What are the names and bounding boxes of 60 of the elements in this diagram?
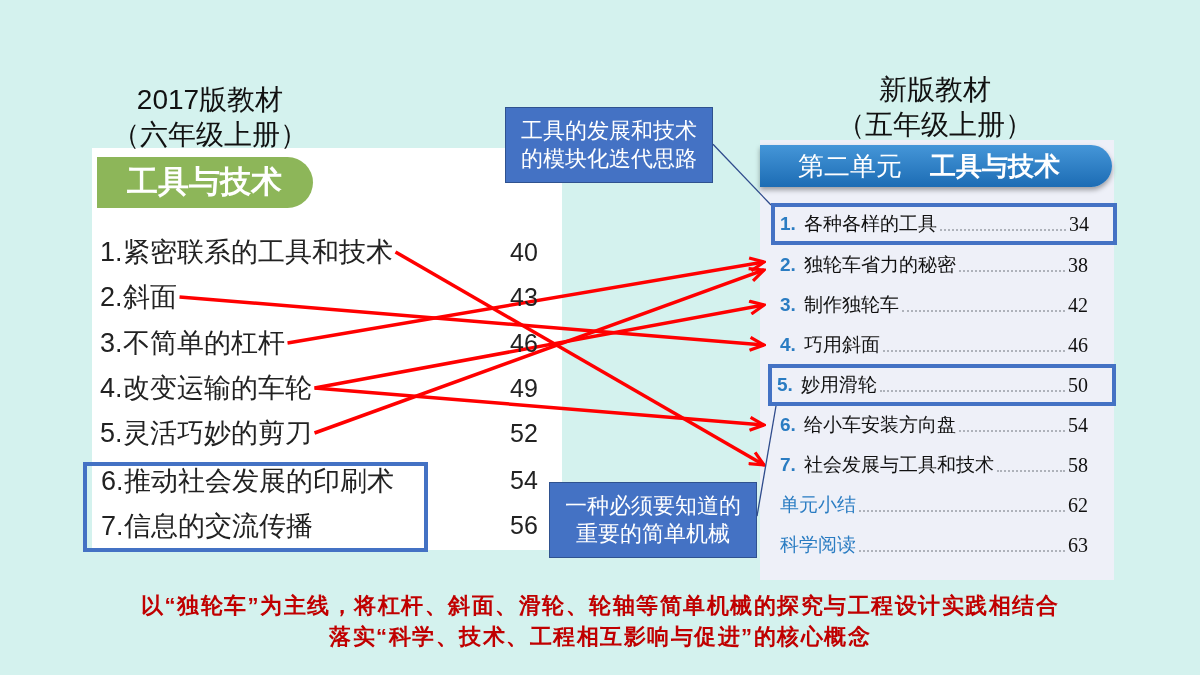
page-number: 46 <box>1068 333 1088 358</box>
page-number: 34 <box>1069 212 1089 237</box>
arrow <box>394 250 766 467</box>
arrow <box>314 386 766 432</box>
page-number: 58 <box>1068 453 1088 478</box>
page-number: 62 <box>1068 493 1088 518</box>
chapter-title: 7.信息的交流传播 <box>101 511 314 541</box>
arrow <box>179 295 766 352</box>
section-title: 单元小结 <box>780 493 856 517</box>
highlight-frame <box>83 462 428 552</box>
arrow <box>314 299 766 390</box>
item-number: 5. <box>777 373 793 397</box>
chapter-title: 给小车安装方向盘 <box>803 413 956 437</box>
title-banner: 工具与技术 <box>97 157 313 208</box>
highlight-frame <box>768 364 1116 406</box>
item-number: 1. <box>780 212 796 236</box>
item-number: 2. <box>780 253 796 277</box>
item-number: 7. <box>780 453 796 477</box>
unit-banner <box>760 145 1112 187</box>
page-number: 49 <box>510 373 538 403</box>
chapter-title: 巧用斜面 <box>803 333 880 357</box>
page-number: 54 <box>510 465 538 495</box>
banner-text: 工具与技术 <box>930 149 1060 183</box>
page-number: 38 <box>1068 253 1088 278</box>
arrow <box>313 267 766 435</box>
page-number: 40 <box>510 237 538 267</box>
chapter-title: 5.灵活巧妙的剪刀 <box>100 418 312 448</box>
chapter-title: 妙用滑轮 <box>800 373 877 397</box>
section-title: 科学阅读 <box>780 533 856 557</box>
chapter-title: 1.紧密联系的工具和技术 <box>100 237 393 267</box>
chapter-title: 独轮车省力的秘密 <box>803 253 956 277</box>
chapter-title: 2.斜面 <box>100 282 177 312</box>
item-number: 6. <box>780 413 796 437</box>
leader-line <box>712 143 772 206</box>
page-number: 63 <box>1068 533 1088 558</box>
chapter-title: 社会发展与工具和技术 <box>803 453 994 477</box>
chapter-title: 4.改变运输的车轮 <box>100 373 312 403</box>
page-number: 56 <box>510 510 538 540</box>
callout-note: 一种必须要知道的重要的简单机械 <box>549 482 757 558</box>
banner-text: 第二单元 <box>798 149 902 183</box>
heading-text: （五年级上册） <box>837 108 1033 142</box>
chapter-title: 各种各样的工具 <box>803 212 937 236</box>
caption-text: 落实“科学、技术、工程相互影响与促进”的核心概念 <box>329 623 871 651</box>
chapter-title: 制作独轮车 <box>803 293 899 317</box>
page-number: 52 <box>510 418 538 448</box>
heading-text: （六年级上册） <box>112 118 308 152</box>
chapter-title: 3.不简单的杠杆 <box>100 328 285 358</box>
caption-text: 以“独轮车”为主线，将杠杆、斜面、滑轮、轮轴等简单机械的探究与工程设计实践相结合 <box>141 592 1059 620</box>
callout-note: 工具的发展和技术的模块化迭代思路 <box>505 107 713 183</box>
heading-text: 新版教材 <box>879 73 991 107</box>
item-number: 3. <box>780 293 796 317</box>
page-number: 50 <box>1068 373 1088 398</box>
chapter-title: 6.推动社会发展的印刷术 <box>101 466 395 496</box>
page-number: 42 <box>1068 293 1088 318</box>
heading-text: 2017版教材 <box>136 83 284 117</box>
leader-line <box>756 405 777 517</box>
highlight-frame <box>771 203 1117 245</box>
page-number: 54 <box>1068 413 1088 438</box>
arrow <box>287 256 766 345</box>
item-number: 4. <box>780 333 796 357</box>
